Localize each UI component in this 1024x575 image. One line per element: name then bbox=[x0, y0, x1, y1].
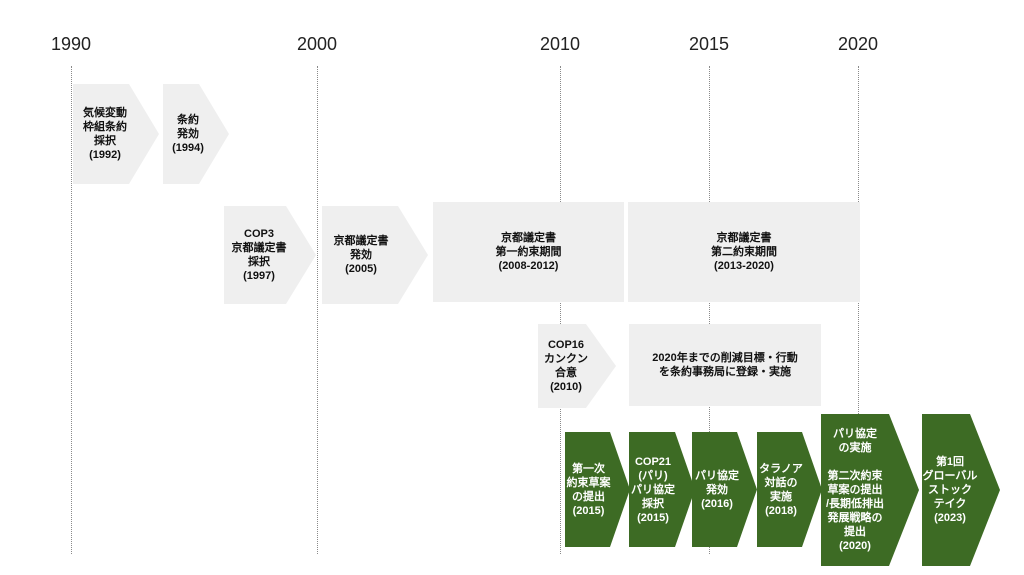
event-cop21-paris: COP21 (パリ) パリ協定 採択 (2015) bbox=[629, 432, 695, 547]
event-unfccc-adoption: 気候変動 枠組条約 採択 (1992) bbox=[73, 84, 159, 184]
event-global-stocktake: 第1回 グローバル ストック テイク (2023) bbox=[922, 414, 1000, 566]
event-unfccc-effect-label: 条約 発効 (1994) bbox=[172, 114, 204, 154]
year-label-2015: 2015 bbox=[688, 34, 730, 54]
year-label-2020: 2020 bbox=[837, 34, 879, 54]
guide-line-1990 bbox=[71, 66, 72, 554]
event-paris-effect-label: パリ協定 発効 (2016) bbox=[695, 469, 739, 510]
year-label-2010: 2010 bbox=[539, 34, 581, 54]
event-cop16-cancun-label: COP16 カンクン 合意 (2010) bbox=[544, 339, 588, 393]
period-kyoto-first: 京都議定書 第一約束期間 (2008-2012) bbox=[433, 202, 624, 302]
event-first-ndc: 第一次 約束草案 の提出 (2015) bbox=[565, 432, 630, 547]
period-kyoto-first-label: 京都議定書 第一約束期間 (2008-2012) bbox=[495, 232, 562, 272]
period-2020-targets-label: 2020年までの削減目標・行動 を条約事務局に登録・実施 bbox=[652, 352, 798, 378]
event-cop21-paris-label: COP21 (パリ) パリ協定 採択 (2015) bbox=[631, 455, 675, 524]
event-unfccc-effect: 条約 発効 (1994) bbox=[163, 84, 229, 184]
period-kyoto-second: 京都議定書 第二約束期間 (2013-2020) bbox=[628, 202, 860, 302]
event-paris-implementation-label: パリ協定 の実施 第二次約束 草案の提出 /長期低排出 発展戦略の 提出 (20… bbox=[825, 428, 885, 552]
period-kyoto-second-label: 京都議定書 第二約束期間 (2013-2020) bbox=[711, 232, 777, 272]
guide-line-2020 bbox=[858, 66, 859, 554]
event-cop3-kyoto: COP3 京都議定書 採択 (1997) bbox=[224, 206, 316, 304]
year-label-1990: 1990 bbox=[50, 34, 92, 54]
event-cop16-cancun: COP16 カンクン 合意 (2010) bbox=[538, 324, 616, 408]
event-talanoa-label: タラノア 対話の 実施 (2018) bbox=[759, 462, 803, 517]
year-label-2000: 2000 bbox=[296, 34, 338, 54]
event-first-ndc-label: 第一次 約束草案 の提出 (2015) bbox=[566, 462, 611, 517]
event-global-stocktake-label: 第1回 グローバル ストック テイク (2023) bbox=[922, 456, 978, 524]
period-2020-targets: 2020年までの削減目標・行動 を条約事務局に登録・実施 bbox=[629, 324, 821, 406]
event-unfccc-adoption-label: 気候変動 枠組条約 採択 (1992) bbox=[83, 107, 127, 161]
guide-line-2010 bbox=[560, 66, 561, 554]
event-paris-effect: パリ協定 発効 (2016) bbox=[692, 432, 757, 547]
event-talanoa: タラノア 対話の 実施 (2018) bbox=[757, 432, 822, 547]
event-paris-implementation: パリ協定 の実施 第二次約束 草案の提出 /長期低排出 発展戦略の 提出 (20… bbox=[821, 414, 919, 566]
guide-line-2000 bbox=[317, 66, 318, 554]
guide-line-2015 bbox=[709, 66, 710, 554]
event-kyoto-effect-label: 京都議定書 発効 (2005) bbox=[333, 235, 389, 275]
event-cop3-kyoto-label: COP3 京都議定書 採択 (1997) bbox=[231, 228, 287, 282]
event-kyoto-effect: 京都議定書 発効 (2005) bbox=[322, 206, 428, 304]
